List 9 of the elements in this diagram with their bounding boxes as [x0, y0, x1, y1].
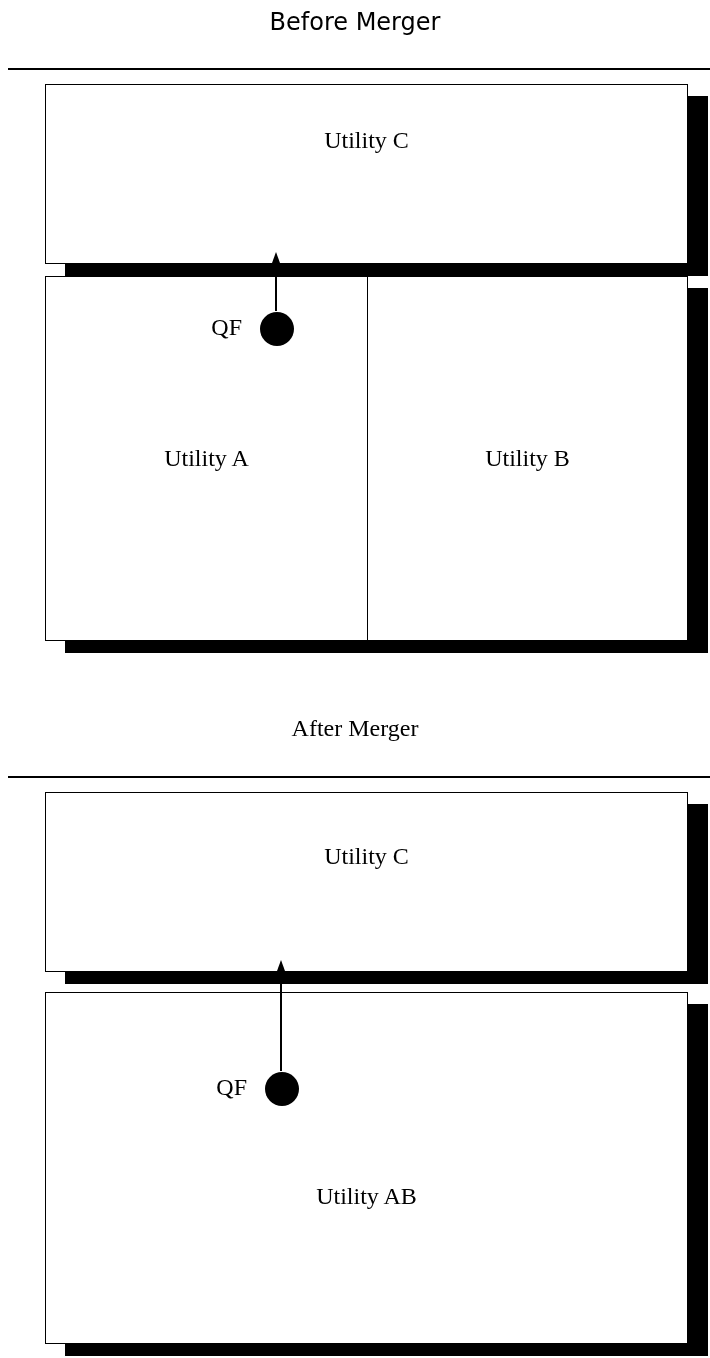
region-name: Utility C: [324, 127, 409, 153]
region-name: Utility C: [324, 843, 409, 869]
region-name: Utility B: [485, 445, 570, 471]
region-name: Utility A: [164, 445, 249, 471]
section-heading: Before Merger: [269, 8, 441, 36]
point-label: QF: [215, 1074, 247, 1101]
section-heading: After Merger: [291, 715, 419, 741]
point-label: QF: [210, 314, 242, 341]
region-name: Utility AB: [316, 1183, 417, 1209]
